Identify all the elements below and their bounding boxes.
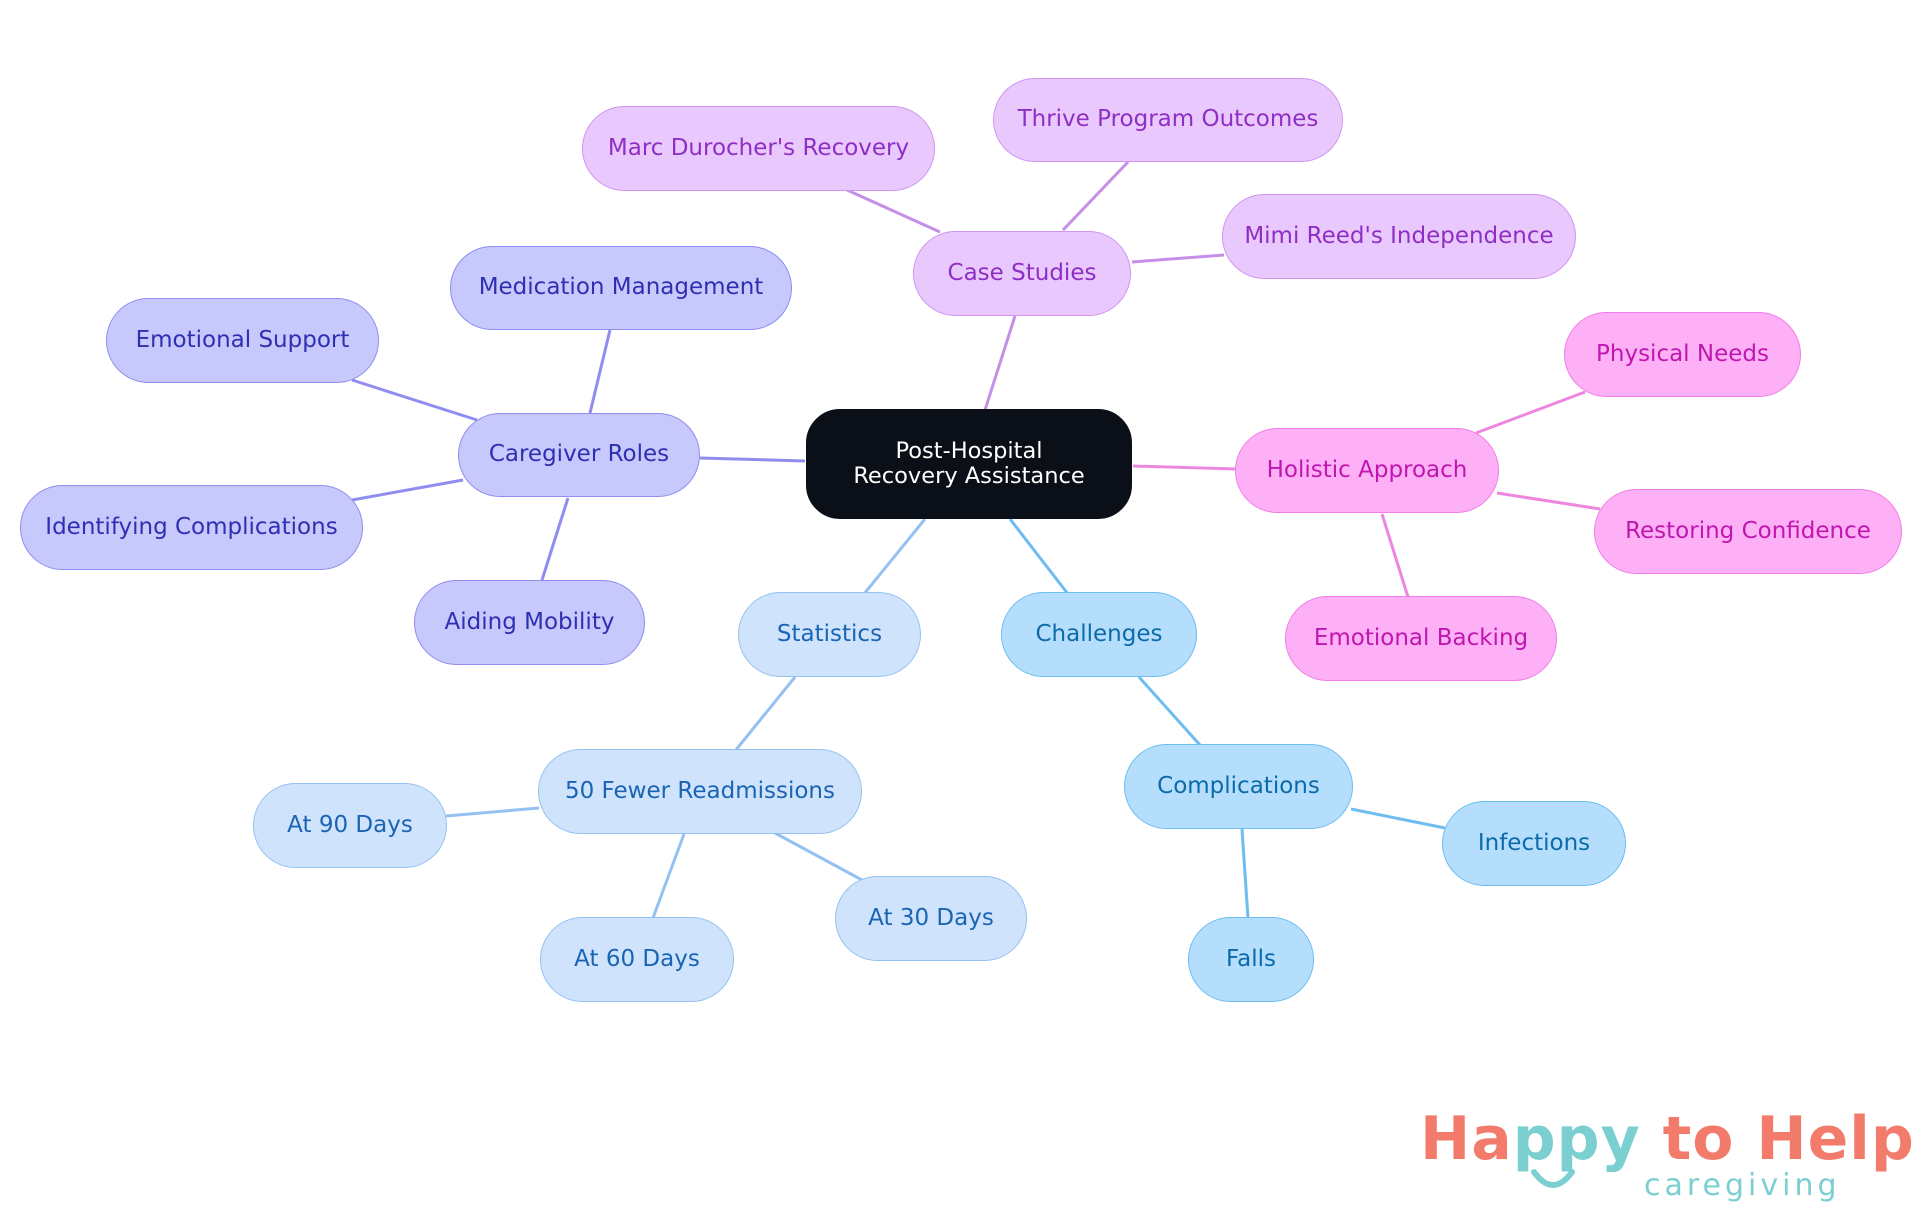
logo-part-1: Ha bbox=[1420, 1104, 1513, 1174]
node-at-90-days[interactable]: At 90 Days bbox=[253, 783, 447, 868]
link-holistic-physical bbox=[1475, 390, 1586, 435]
link-fewer-30 bbox=[774, 831, 863, 882]
logo-wordmark: Happy to Help bbox=[1420, 1104, 1915, 1174]
smile-icon bbox=[1531, 1169, 1575, 1188]
node-identifying-complications[interactable]: Identifying Complications bbox=[20, 485, 363, 570]
logo-tagline: caregiving bbox=[1644, 1168, 1841, 1203]
link-case-mimi bbox=[1131, 253, 1225, 264]
link-caregiver-medication bbox=[588, 329, 612, 414]
link-caregiver-emotional bbox=[351, 378, 478, 422]
node-physical-needs[interactable]: Physical Needs bbox=[1564, 312, 1801, 397]
link-complications-falls bbox=[1240, 828, 1250, 919]
link-root-case-studies bbox=[983, 315, 1017, 411]
link-holistic-restoring bbox=[1496, 491, 1601, 511]
node-challenges[interactable]: Challenges bbox=[1001, 592, 1197, 677]
node-infections[interactable]: Infections bbox=[1442, 801, 1626, 886]
link-case-marc bbox=[846, 188, 941, 234]
logo-part-2: ppy bbox=[1512, 1104, 1641, 1174]
logo-part-3: to Help bbox=[1640, 1104, 1915, 1174]
link-caregiver-identifying bbox=[351, 478, 464, 502]
link-statistics-fewer bbox=[733, 676, 797, 752]
node-falls[interactable]: Falls bbox=[1188, 917, 1314, 1002]
node-case-studies[interactable]: Case Studies bbox=[913, 231, 1131, 316]
node-thrive-program-outcomes[interactable]: Thrive Program Outcomes bbox=[993, 78, 1343, 162]
node-statistics[interactable]: Statistics bbox=[738, 592, 921, 677]
happy-to-help-logo: Happy to Help caregiving bbox=[1420, 1104, 1914, 1204]
node-50-fewer-readmissions[interactable]: 50 Fewer Readmissions bbox=[538, 749, 862, 834]
link-challenges-complications bbox=[1137, 675, 1202, 747]
link-root-caregiver bbox=[699, 456, 806, 463]
node-emotional-backing[interactable]: Emotional Backing bbox=[1285, 596, 1557, 681]
link-caregiver-aiding bbox=[540, 497, 570, 581]
node-emotional-support[interactable]: Emotional Support bbox=[106, 298, 379, 383]
node-at-30-days[interactable]: At 30 Days bbox=[835, 876, 1027, 961]
node-medication-management[interactable]: Medication Management bbox=[450, 246, 792, 330]
root-node[interactable]: Post-Hospital Recovery Assistance bbox=[806, 409, 1132, 519]
link-fewer-60 bbox=[651, 833, 686, 919]
node-mimi-reed-independence[interactable]: Mimi Reed's Independence bbox=[1222, 194, 1576, 279]
link-root-statistics bbox=[862, 518, 927, 595]
node-marc-durocher-recovery[interactable]: Marc Durocher's Recovery bbox=[582, 106, 935, 191]
node-holistic-approach[interactable]: Holistic Approach bbox=[1235, 428, 1499, 513]
node-restoring-confidence[interactable]: Restoring Confidence bbox=[1594, 489, 1902, 574]
node-at-60-days[interactable]: At 60 Days bbox=[540, 917, 734, 1002]
link-case-thrive bbox=[1061, 160, 1130, 232]
node-complications[interactable]: Complications bbox=[1124, 744, 1353, 829]
link-complications-infections bbox=[1350, 807, 1446, 830]
link-root-challenges bbox=[1008, 518, 1070, 595]
node-aiding-mobility[interactable]: Aiding Mobility bbox=[414, 580, 645, 665]
link-holistic-emotional bbox=[1380, 513, 1410, 598]
link-root-holistic bbox=[1132, 464, 1238, 471]
link-fewer-90 bbox=[445, 806, 540, 818]
node-caregiver-roles[interactable]: Caregiver Roles bbox=[458, 413, 700, 497]
